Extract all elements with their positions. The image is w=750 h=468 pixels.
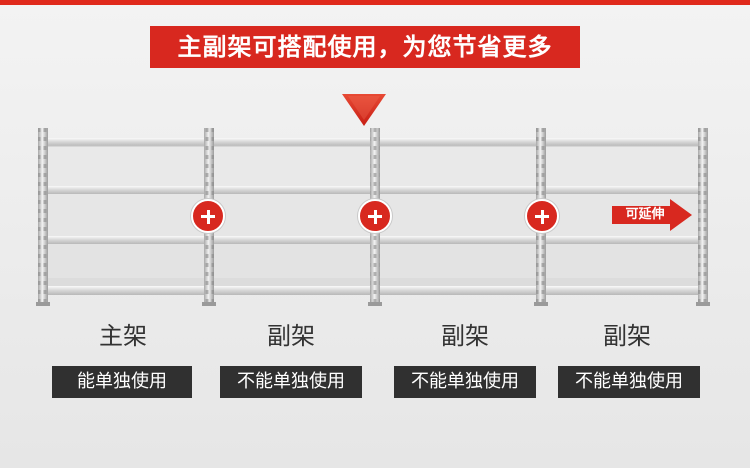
top-accent-rule bbox=[0, 0, 750, 5]
plus-icon bbox=[191, 199, 225, 233]
rack-feet bbox=[36, 302, 710, 306]
frame-label-sub: 副架 bbox=[441, 322, 489, 350]
plus-icon bbox=[358, 199, 392, 233]
extend-label: 可延伸 bbox=[625, 207, 665, 222]
extend-arrow-icon bbox=[612, 199, 692, 231]
frame-label-main: 主架 bbox=[99, 322, 147, 350]
plus-icon bbox=[525, 199, 559, 233]
headline-banner: 主副架可搭配使用，为您节省更多 bbox=[150, 26, 580, 68]
down-arrow-icon bbox=[342, 94, 386, 126]
usage-tag-main: 能单独使用 bbox=[52, 366, 192, 398]
usage-tag-sub: 不能单独使用 bbox=[558, 366, 700, 398]
frame-label-sub: 副架 bbox=[267, 322, 315, 350]
usage-tag-sub: 不能单独使用 bbox=[220, 366, 362, 398]
frame-label-sub: 副架 bbox=[603, 322, 651, 350]
usage-tag-sub: 不能单独使用 bbox=[394, 366, 536, 398]
